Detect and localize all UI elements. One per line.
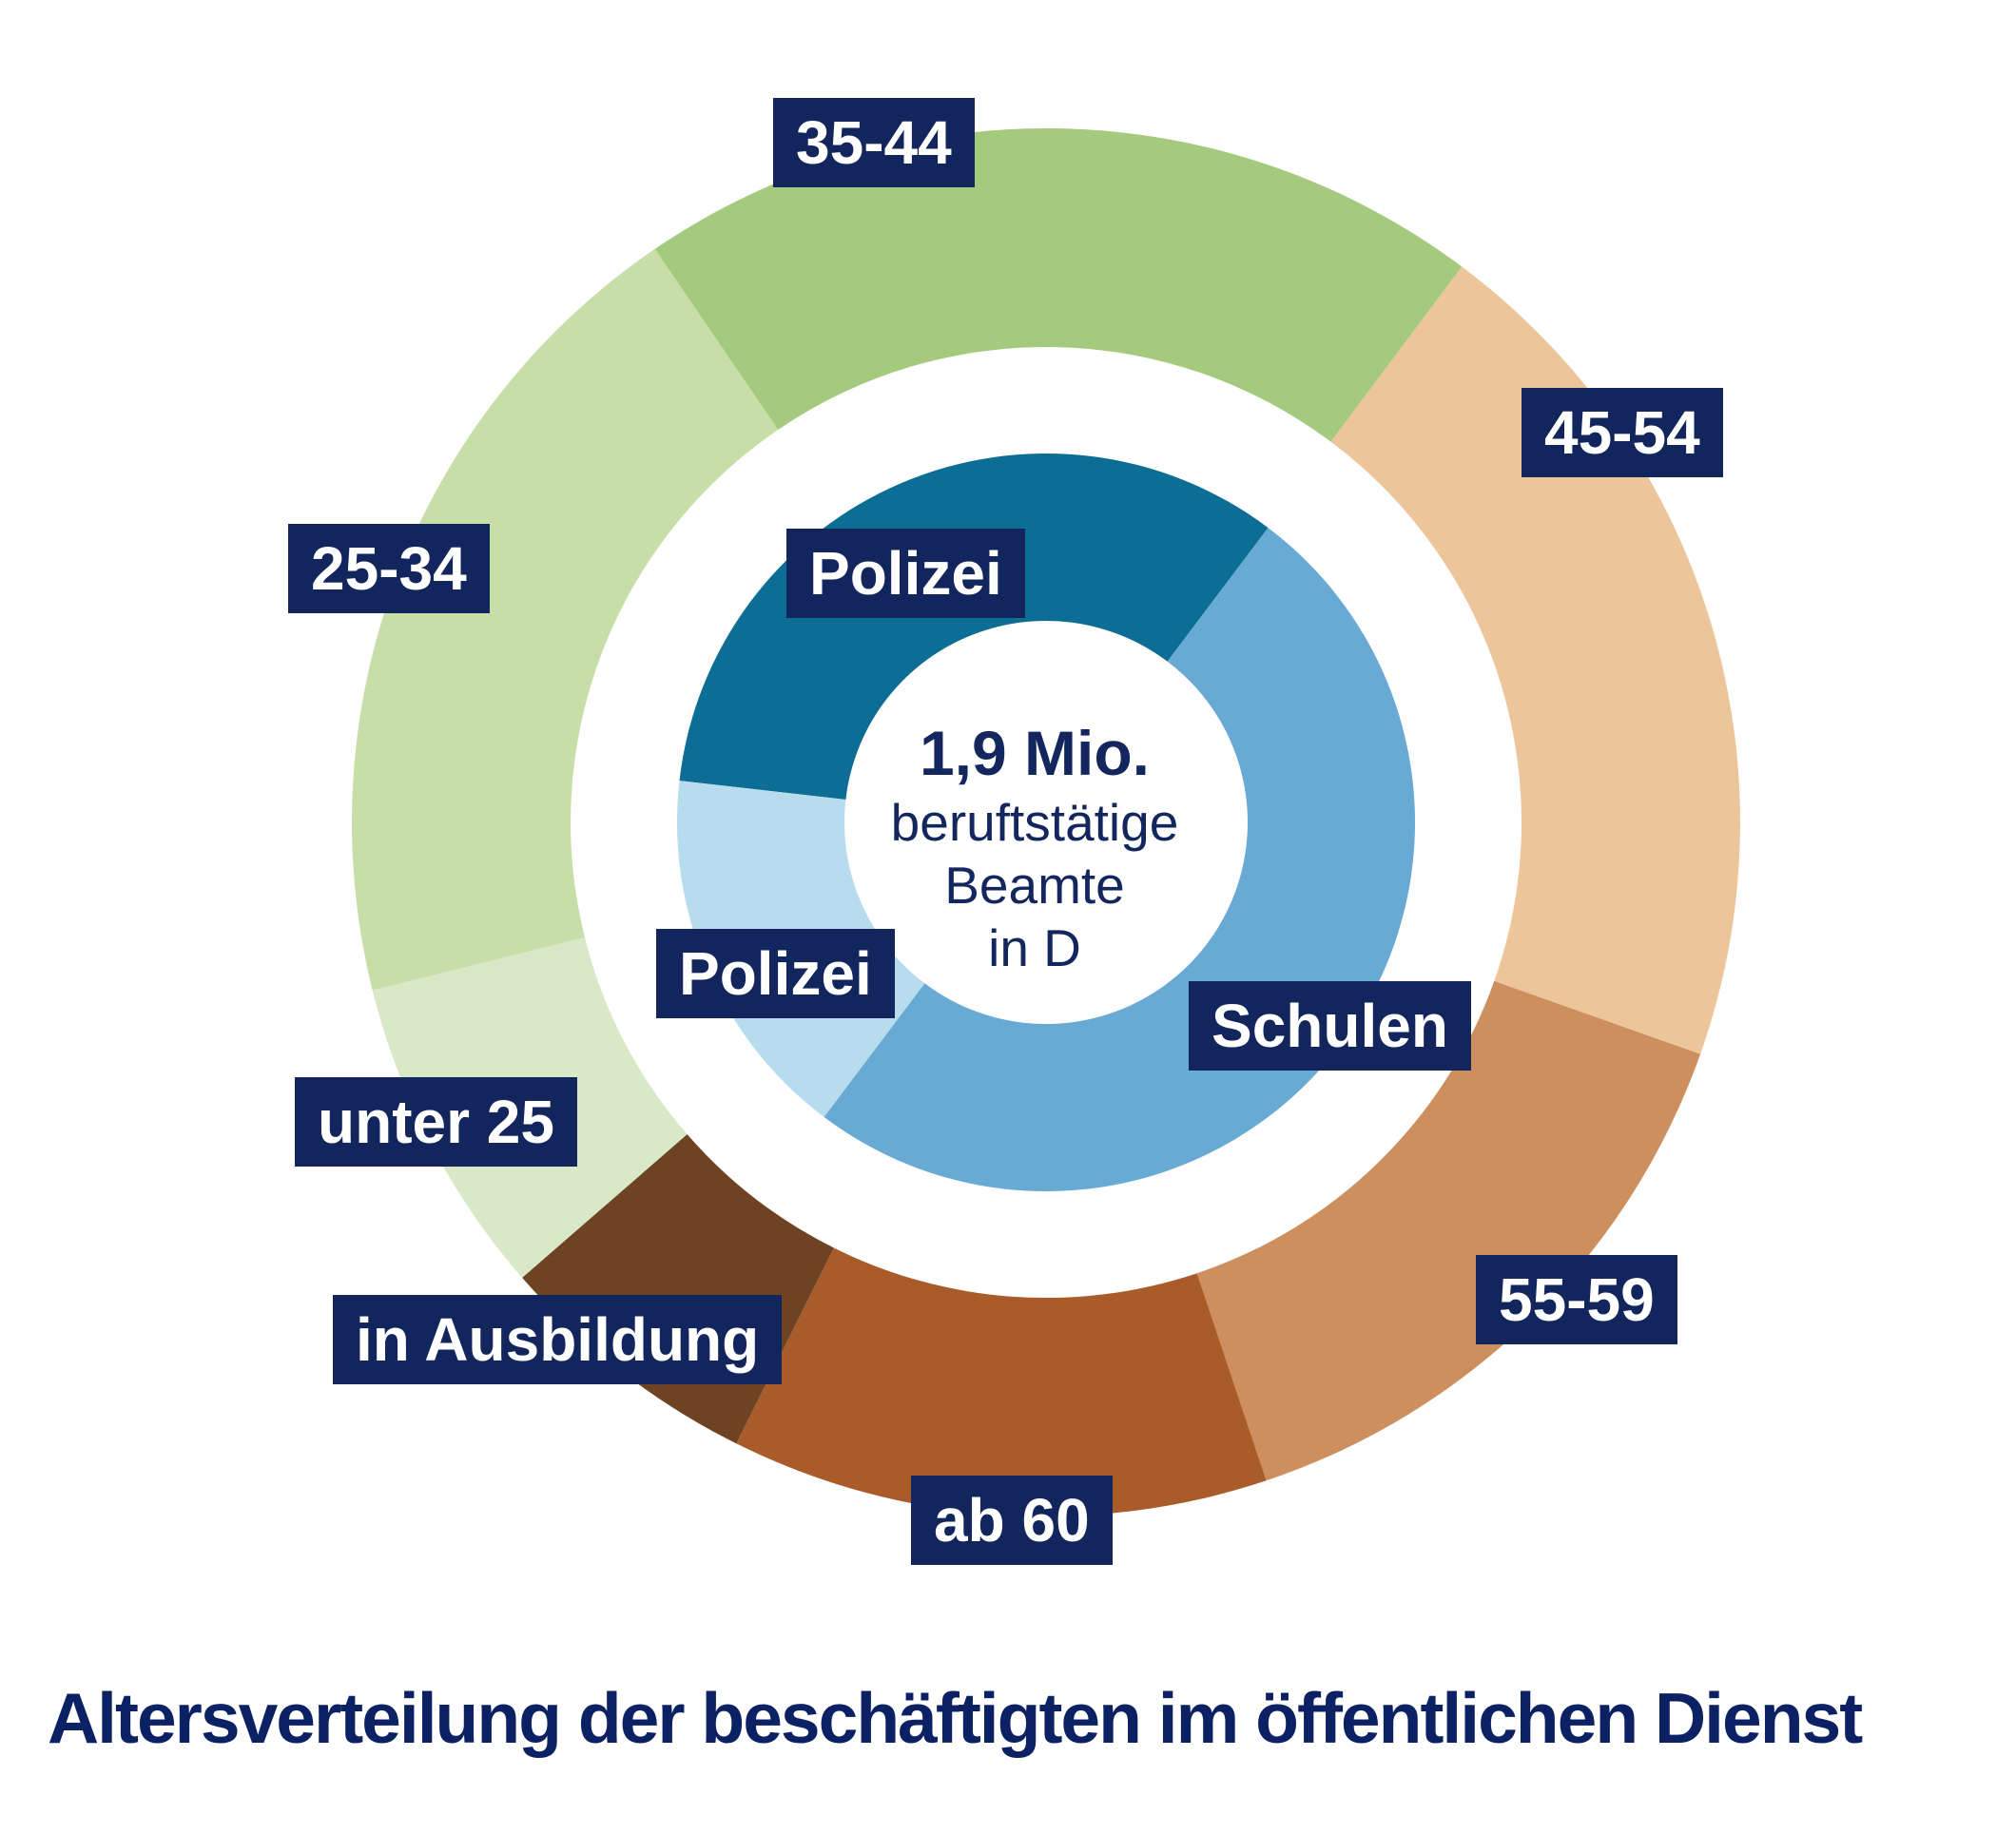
outer-segment-25-34	[352, 248, 779, 991]
center-line2: beruftstätige	[890, 793, 1179, 852]
label-polizei-top: Polizei	[786, 529, 1025, 618]
label-unter-25: unter 25	[295, 1077, 577, 1167]
label-in-ausbildung: in Ausbildung	[333, 1295, 783, 1384]
chart-title: Altersverteilung der beschäftigten im öf…	[48, 1678, 1863, 1758]
outer-segment-35-44	[654, 127, 1463, 442]
label-schulen: Schulen	[1189, 981, 1471, 1071]
center-line3: Beamte	[944, 856, 1125, 915]
label-55-59: 55-59	[1476, 1255, 1677, 1344]
label-25-34: 25-34	[288, 524, 490, 613]
label-polizei-bottom: Polizei	[656, 929, 895, 1018]
center-value: 1,9 Mio.	[919, 718, 1151, 788]
outer-segment-ab-60	[736, 1247, 1267, 1517]
label-45-54: 45-54	[1522, 388, 1723, 477]
center-line4: in D	[988, 918, 1081, 977]
label-ab-60: ab 60	[911, 1476, 1113, 1565]
label-35-44: 35-44	[773, 98, 975, 187]
center-label: 1,9 Mio. beruftstätige Beamte in D	[797, 715, 1272, 979]
outer-segment-55-59	[1196, 980, 1701, 1481]
